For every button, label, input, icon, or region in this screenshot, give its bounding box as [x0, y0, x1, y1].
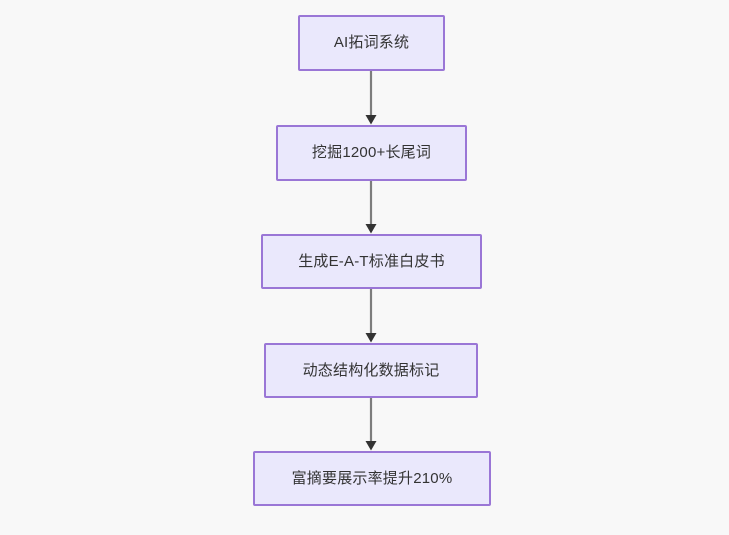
flow-node-2[interactable]: 挖掘1200+长尾词 [276, 125, 467, 181]
connector-arrowhead-icon [365, 224, 377, 234]
flow-node-label: 动态结构化数据标记 [302, 361, 440, 379]
flow-connector [361, 181, 381, 234]
connector-arrowhead-icon [365, 115, 377, 125]
flow-node-5[interactable]: 富摘要展示率提升210% [253, 451, 491, 506]
flow-node-label: AI拓词系统 [333, 34, 410, 51]
flow-node-4[interactable]: 动态结构化数据标记 [264, 343, 478, 398]
flow-node-1[interactable]: AI拓词系统 [298, 15, 445, 71]
flow-node-label: 生成E-A-T标准白皮书 [298, 252, 445, 270]
flow-node-3[interactable]: 生成E-A-T标准白皮书 [261, 234, 482, 289]
flow-node-label: 富摘要展示率提升210% [291, 469, 453, 487]
flow-node-label: 挖掘1200+长尾词 [311, 144, 432, 161]
flow-connector [361, 71, 381, 125]
flow-connector [361, 398, 381, 451]
flow-connector [361, 289, 381, 343]
connector-arrowhead-icon [365, 333, 377, 343]
connector-arrowhead-icon [365, 441, 377, 451]
